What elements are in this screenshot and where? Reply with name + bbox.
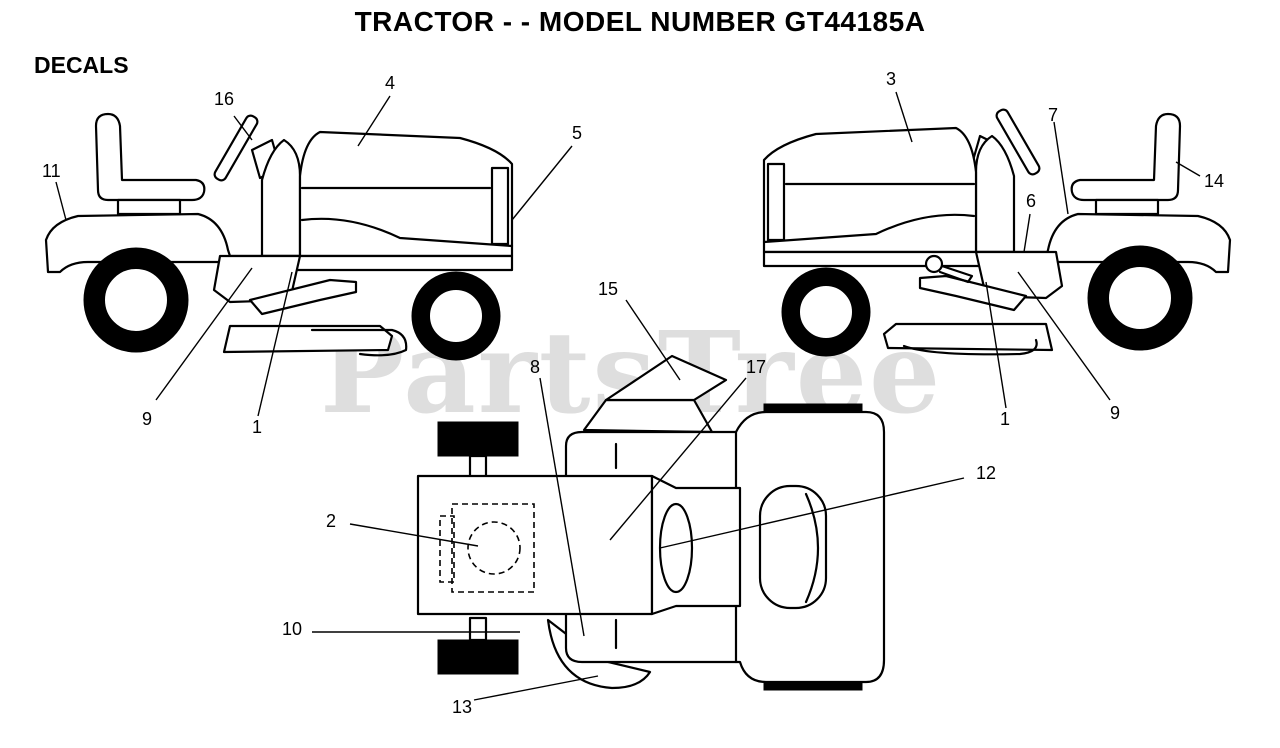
right-steering-wheel [995, 108, 1041, 176]
left-deck-chute [310, 328, 408, 357]
left-pedal [248, 278, 358, 316]
leader-17 [609, 377, 747, 541]
diagram-title: TRACTOR - - MODEL NUMBER GT44185A [354, 6, 926, 37]
right-dash-tower [974, 134, 1016, 254]
right-rear-fender [1042, 212, 1232, 274]
leader-1-right [985, 281, 1007, 409]
callout-1-right: 1 [1000, 409, 1011, 429]
left-rear-fender [44, 212, 234, 274]
callout-10: 10 [282, 619, 303, 639]
right-side-view [762, 108, 1232, 357]
right-seat-post [1094, 198, 1160, 216]
top-chute-lid [604, 354, 728, 402]
top-hood-inner [804, 492, 820, 604]
top-left-rear-tire [437, 421, 519, 457]
leader-12 [659, 477, 965, 549]
top-discharge-chute [582, 398, 714, 434]
left-steering-wheel [213, 114, 259, 182]
top-rear-axle-lower [468, 616, 488, 642]
top-battery-circle [467, 521, 521, 575]
right-hood-lower-line [762, 182, 976, 244]
leader-14 [1175, 161, 1201, 177]
left-mower-deck [222, 324, 394, 354]
callout-9-right: 9 [1110, 403, 1121, 423]
top-hood [758, 484, 828, 610]
callout-16: 16 [214, 89, 235, 109]
callout-6: 6 [1026, 191, 1037, 211]
callout-1-left: 1 [252, 417, 263, 437]
callout-14: 14 [1204, 171, 1225, 191]
leader-9-right [1017, 271, 1111, 401]
right-deck-chute [902, 338, 1038, 356]
top-deck-guard [546, 618, 652, 690]
left-rear-rim [103, 267, 169, 333]
left-front-rim [428, 288, 484, 344]
leader-15 [625, 299, 681, 381]
callout-12: 12 [976, 463, 997, 483]
left-seat-post [116, 198, 182, 216]
section-label: DECALS [34, 52, 129, 78]
right-seat [1070, 112, 1182, 202]
left-grille [490, 166, 510, 246]
right-rear-rim [1107, 265, 1173, 331]
left-hood [298, 130, 514, 258]
leader-8 [539, 377, 585, 637]
leader-5 [511, 145, 573, 221]
callout-9-left: 9 [142, 409, 153, 429]
top-rear-frame [416, 474, 654, 616]
callout-13: 13 [452, 697, 473, 717]
leader-13 [473, 675, 599, 701]
leader-lines [55, 91, 1201, 701]
callout-3: 3 [886, 69, 897, 89]
callout-17: 17 [746, 357, 767, 377]
leader-4 [357, 95, 391, 147]
top-rear-axle-upper [468, 454, 488, 480]
leader-9-left [155, 267, 253, 401]
left-side-view [44, 112, 514, 361]
callout-15: 15 [598, 279, 619, 299]
callout-5: 5 [572, 123, 583, 143]
leader-1-left [257, 271, 293, 417]
left-hood-lower-line [300, 186, 514, 248]
right-pedal [918, 274, 1028, 312]
leader-2 [349, 523, 479, 547]
right-mower-deck [882, 322, 1054, 352]
leader-16 [233, 115, 253, 141]
right-key-head [924, 254, 944, 274]
right-front-rim [798, 284, 854, 340]
left-seat [94, 112, 206, 202]
top-steering-wheel [658, 502, 694, 594]
leader-11 [55, 181, 67, 221]
right-key-shaft [938, 264, 974, 284]
callout-8: 8 [530, 357, 541, 377]
top-right-rear-tire [437, 639, 519, 675]
right-grille [766, 162, 786, 242]
callout-4: 4 [385, 73, 396, 93]
leader-7 [1053, 121, 1069, 215]
callout-7: 7 [1048, 105, 1059, 125]
callout-11: 11 [42, 161, 61, 181]
leader-3 [895, 91, 913, 143]
top-view [416, 354, 886, 691]
right-hood [762, 126, 978, 254]
top-battery-outline [451, 503, 535, 593]
leader-6 [1023, 213, 1031, 253]
callout-2: 2 [326, 511, 337, 531]
